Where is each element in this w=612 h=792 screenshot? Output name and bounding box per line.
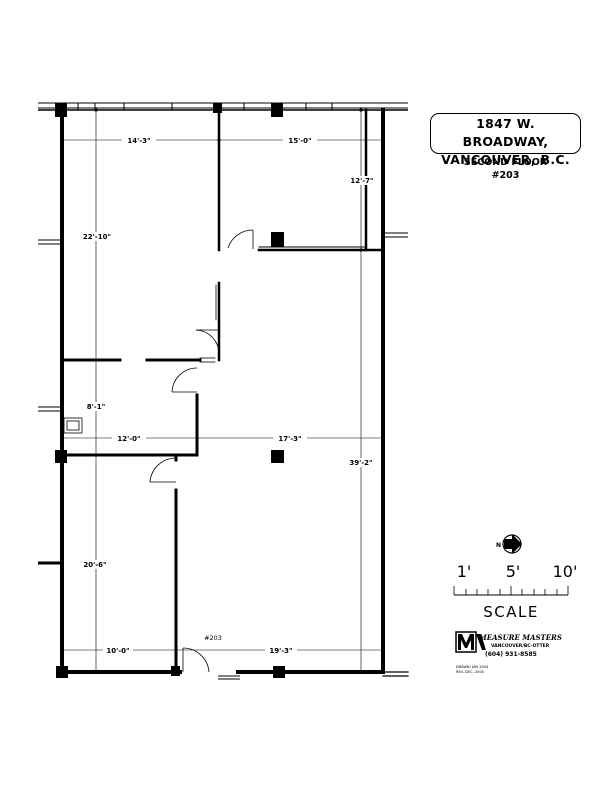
dim-top-right-depth: 12'-7" (350, 177, 373, 185)
address-line-1: 1847 W. BROADWAY, (462, 116, 549, 149)
measure-masters-logo: MEASURE MASTERS VANCOUVER/BC-OTTER (604)… (455, 631, 562, 674)
unit-number-label: #203 (204, 634, 222, 642)
sink-fixture (63, 417, 83, 434)
dim-small-room-depth: 8'-1" (87, 403, 105, 411)
north-arrow: N (496, 534, 522, 554)
dim-top-left-width: 14'-3" (127, 137, 150, 145)
dim-right-depth: 39'-2" (349, 459, 372, 467)
scale-label-5: 5' (506, 562, 521, 581)
address-line-2: VANCOUVER, B.C. (441, 152, 570, 167)
dim-bottom-left-width: 10'-0" (106, 647, 129, 655)
structural-columns (55, 103, 285, 678)
north-label: N (496, 542, 501, 549)
dim-mid-right-width: 17'-3" (278, 435, 301, 443)
revision-date: REV. DEC. 2005 (456, 670, 484, 674)
scale-word: SCALE (483, 603, 539, 621)
dimension-ticks (60, 108, 385, 674)
walls (60, 108, 409, 677)
unit-label: #203 (491, 170, 520, 181)
floor-label: SECOND FLOOR (463, 157, 548, 168)
company-name: MEASURE MASTERS (478, 633, 562, 642)
scale-label-10: 10' (553, 562, 578, 581)
scale-label-1: 1' (457, 562, 472, 581)
dim-bottom-right-width: 19'-3" (269, 647, 292, 655)
dimension-lines (62, 110, 383, 672)
top-exterior-wall (38, 102, 408, 111)
dimension-labels: 14'-3" 15'-0" 12'-7" 22'-10" 8'-1" 12'-0… (80, 136, 377, 655)
dim-bottom-left-depth: 20'-6" (83, 561, 106, 569)
drawn-date: DRAWN: JAN 2004 (456, 665, 489, 669)
address-title-box: 1847 W. BROADWAY, VANCOUVER, B.C. (430, 113, 581, 167)
company-phone: (604) 931-8585 (485, 651, 537, 658)
dim-top-right-width: 15'-0" (288, 137, 311, 145)
dim-left-room-depth: 22'-10" (83, 233, 111, 241)
scale-bar: 1' 5' 10' SCALE (453, 562, 578, 621)
window-stubs (38, 232, 408, 680)
door-swings (149, 229, 254, 673)
company-city: VANCOUVER/BC-OTTER (491, 643, 550, 649)
dim-mid-left-width: 12'-0" (117, 435, 140, 443)
